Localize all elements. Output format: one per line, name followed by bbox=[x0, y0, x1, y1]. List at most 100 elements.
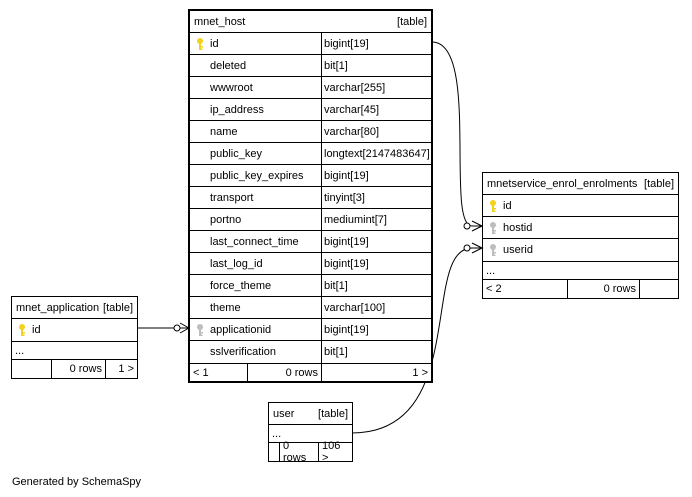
primary-key-icon bbox=[190, 37, 210, 50]
column-type: varchar[255] bbox=[321, 77, 431, 98]
column-type: tinyint[3] bbox=[321, 187, 431, 208]
column-type: bit[1] bbox=[321, 341, 431, 363]
row-count: 0 rows bbox=[51, 360, 105, 378]
column-type: longtext[2147483647] bbox=[321, 143, 431, 164]
column-name: deleted bbox=[210, 59, 247, 72]
column-name-cell: wwwroot bbox=[190, 77, 321, 98]
table-header: mnet_host [table] bbox=[190, 11, 431, 33]
column-row[interactable]: applicationid bigint[19] bbox=[190, 319, 431, 341]
column-name: transport bbox=[210, 191, 254, 204]
column-name: theme bbox=[210, 301, 241, 314]
column-row[interactable]: hostid bbox=[483, 217, 678, 239]
table-name: mnetservice_enrol_enrolments bbox=[487, 177, 638, 190]
column-name-cell: name bbox=[190, 121, 321, 142]
column-name: userid bbox=[503, 244, 533, 256]
column-name: last_connect_time bbox=[210, 235, 299, 248]
connector-applicationid-crowfoot-circle bbox=[173, 324, 181, 332]
column-name: public_key bbox=[210, 147, 262, 160]
column-name: id bbox=[32, 324, 41, 336]
parents-count-empty bbox=[12, 360, 51, 378]
connector-userid-crowfoot-circle bbox=[463, 244, 471, 252]
column-name: sslverification bbox=[210, 346, 277, 358]
table-name: mnet_application bbox=[16, 301, 100, 314]
column-name: hostid bbox=[503, 221, 533, 234]
table-user[interactable]: user [table] ... 0 rows 106 > bbox=[268, 402, 353, 464]
column-name-cell: public_key bbox=[190, 143, 321, 164]
column-name: applicationid bbox=[210, 323, 272, 336]
column-name-cell: public_key_expires bbox=[190, 165, 321, 186]
column-type: mediumint[7] bbox=[321, 209, 431, 230]
column-row[interactable]: name varchar[80] bbox=[190, 121, 431, 143]
row-count: 0 rows bbox=[279, 440, 318, 464]
column-row[interactable]: transport tinyint[3] bbox=[190, 187, 431, 209]
row-count: 0 rows bbox=[567, 280, 639, 298]
table-footer: < 1 0 rows 1 > bbox=[190, 363, 431, 381]
parents-count[interactable]: < 1 bbox=[193, 366, 209, 379]
column-name-cell: transport bbox=[190, 187, 321, 208]
column-row[interactable]: public_key_expires bigint[19] bbox=[190, 165, 431, 187]
table-mnetservice-enrol-enrolments[interactable]: mnetservice_enrol_enrolments [table] id h… bbox=[482, 172, 679, 299]
column-list: id hostid userid bbox=[483, 195, 678, 262]
foreign-key-icon bbox=[190, 323, 210, 336]
primary-key-icon bbox=[12, 324, 32, 336]
primary-key-icon bbox=[483, 199, 503, 212]
column-name-cell: last_log_id bbox=[190, 253, 321, 274]
connector-hostid-crowfoot bbox=[471, 220, 483, 232]
column-name-cell: hostid bbox=[483, 217, 678, 238]
column-name: last_log_id bbox=[210, 257, 263, 270]
column-type: bit[1] bbox=[321, 275, 431, 296]
parents-count[interactable]: < 2 bbox=[486, 283, 502, 295]
column-name: ip_address bbox=[210, 103, 264, 116]
parents-count-empty bbox=[269, 443, 279, 461]
column-name-cell: id bbox=[190, 33, 321, 54]
more-columns-ellipsis: ... bbox=[12, 342, 137, 360]
table-footer: 0 rows 106 > bbox=[269, 440, 352, 464]
column-type: varchar[80] bbox=[321, 121, 431, 142]
column-row[interactable]: id bbox=[483, 195, 678, 217]
foreign-key-icon bbox=[483, 244, 503, 256]
column-row[interactable]: id bbox=[12, 319, 137, 341]
children-count[interactable]: 1 > bbox=[105, 360, 137, 378]
generated-by-note: Generated by SchemaSpy bbox=[12, 476, 142, 488]
table-mnet-application[interactable]: mnet_application [table] id ... 0 rows 1… bbox=[11, 296, 138, 379]
children-count[interactable]: 106 > bbox=[318, 440, 352, 464]
table-footer: 0 rows 1 > bbox=[12, 360, 137, 378]
connector-hostid-crowfoot-circle bbox=[463, 222, 471, 230]
column-name: public_key_expires bbox=[210, 169, 304, 182]
column-name-cell: sslverification bbox=[190, 341, 321, 363]
column-name-cell: portno bbox=[190, 209, 321, 230]
column-row[interactable]: public_key longtext[2147483647] bbox=[190, 143, 431, 165]
table-header: mnet_application [table] bbox=[12, 297, 137, 319]
table-tag: [table] bbox=[644, 177, 674, 190]
column-list: id bbox=[12, 319, 137, 342]
column-type: varchar[45] bbox=[321, 99, 431, 120]
column-name-cell: id bbox=[12, 319, 137, 341]
column-row[interactable]: userid bbox=[483, 239, 678, 261]
column-type: bigint[19] bbox=[321, 319, 431, 340]
more-columns-ellipsis: ... bbox=[483, 262, 678, 280]
column-type: varchar[100] bbox=[321, 297, 431, 318]
column-row[interactable]: sslverification bit[1] bbox=[190, 341, 431, 363]
column-row[interactable]: theme varchar[100] bbox=[190, 297, 431, 319]
table-header: mnetservice_enrol_enrolments [table] bbox=[483, 173, 678, 195]
more-columns-ellipsis: ... bbox=[269, 425, 352, 443]
table-tag: [table] bbox=[103, 301, 133, 314]
column-name-cell: applicationid bbox=[190, 319, 321, 340]
children-count-empty bbox=[639, 280, 678, 298]
column-row[interactable]: ip_address varchar[45] bbox=[190, 99, 431, 121]
children-count[interactable]: 1 > bbox=[321, 364, 431, 381]
column-type: bigint[19] bbox=[321, 165, 431, 186]
column-name-cell: deleted bbox=[190, 55, 321, 76]
column-name: name bbox=[210, 125, 238, 138]
column-name-cell: last_connect_time bbox=[190, 231, 321, 252]
